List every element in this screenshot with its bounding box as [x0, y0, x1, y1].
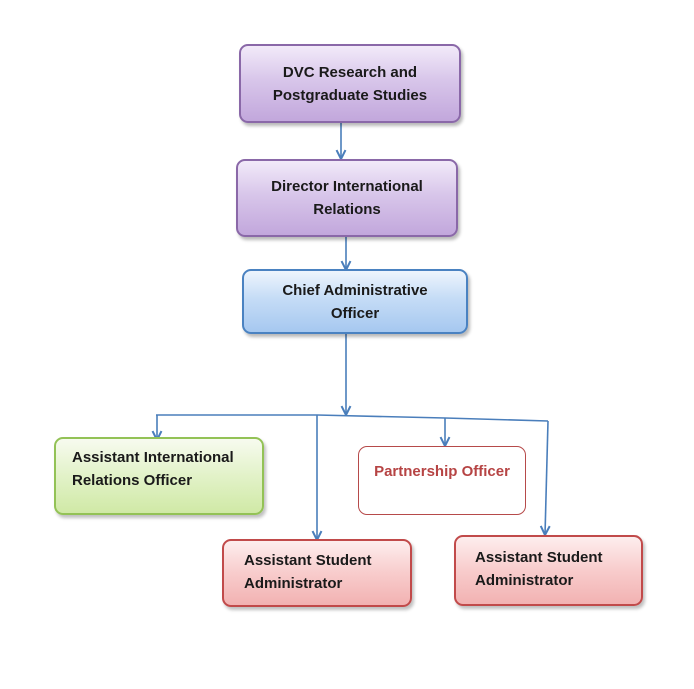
node-director-label: Director International Relations	[271, 178, 423, 218]
node-assistant-international-relations-officer: Assistant International Relations Office…	[54, 437, 264, 515]
node-assistant-intl-label: Assistant International Relations Office…	[72, 449, 234, 489]
connector-to-assistant-student-2	[545, 420, 548, 535]
connector-bus	[156, 414, 549, 422]
node-partnership-label: Partnership Officer	[374, 463, 510, 480]
node-assistant-student-administrator-1: Assistant Student Administrator	[222, 539, 412, 607]
node-assistant-student-administrator-2: Assistant Student Administrator	[454, 535, 643, 606]
node-partnership-officer: Partnership Officer	[358, 446, 526, 515]
node-chief-administrative-officer: Chief Administrative Officer	[242, 269, 468, 334]
node-dvc-research-label: DVC Research and Postgraduate Studies	[272, 63, 428, 104]
node-director-international-relations: Director International Relations	[236, 159, 458, 237]
node-chief-label: Chief Administrative Officer	[282, 281, 428, 322]
node-dvc-research: DVC Research and Postgraduate Studies	[239, 44, 461, 123]
node-assistant-student-2-label: Assistant Student Administrator	[475, 549, 603, 589]
node-assistant-student-1-label: Assistant Student Administrator	[244, 552, 372, 592]
